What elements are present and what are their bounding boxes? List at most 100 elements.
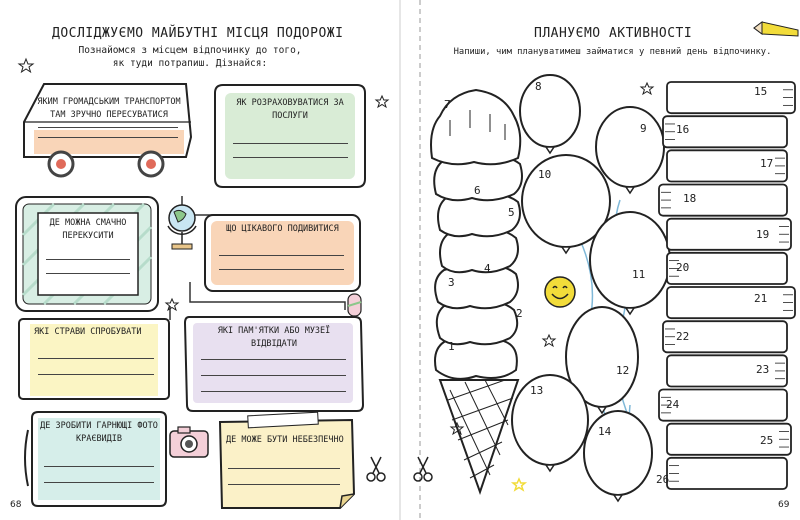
book — [666, 81, 796, 115]
book-number: 24 — [666, 398, 680, 411]
danger-label: ДЕ МОЖЕ БУТИ НЕБЕЗПЕЧНО — [226, 435, 344, 445]
photos-label: ДЕ ЗРОБИТИ ГАРНЮЩІ ФОТО КРАЄВИДІВ — [40, 421, 158, 444]
book-number: 25 — [760, 434, 774, 447]
balloon-number: 11 — [632, 268, 646, 281]
globe-icon — [167, 204, 197, 250]
danger-frame — [218, 411, 356, 509]
writing-line — [219, 255, 344, 256]
star-icon — [17, 57, 35, 74]
book-number: 21 — [754, 292, 768, 305]
food-box: ДЕ МОЖНА СМАЧНО ПЕРЕКУСИТИ — [14, 195, 159, 312]
icecream-number: 1 — [448, 340, 455, 353]
balloons-drawing — [511, 74, 671, 503]
dishes-box: ЯКІ СТРАВИ СПРОБУВАТИ — [18, 318, 170, 400]
balloon-number: 10 — [538, 168, 552, 181]
camera-icon — [169, 426, 209, 458]
book — [662, 115, 788, 149]
balloon-number: 8 — [535, 80, 542, 93]
transport-label: ЯКИМ ГРОМАДСЬКИМ ТРАНСПОРТОМ ТАМ ЗРУЧНО … — [37, 97, 181, 120]
writing-line — [233, 143, 348, 144]
smiley-icon — [544, 276, 576, 308]
balloon-number: 14 — [598, 425, 612, 438]
photos-box: ДЕ ЗРОБИТИ ГАРНЮЩІ ФОТО КРАЄВИДІВ — [24, 410, 168, 507]
book-number: 20 — [676, 261, 690, 274]
museums-label: ЯКІ ПАМ'ЯТКИ АБО МУЗЕЇ ВІДВІДАТИ — [217, 326, 331, 349]
writing-line — [46, 259, 130, 260]
writing-line — [233, 157, 348, 158]
payment-label: ЯК РОЗРАХОВУВАТИСЯ ЗА ПОСЛУГИ — [236, 98, 344, 121]
left-page-intro: Познайомся з місцем відпочинку до того, … — [70, 44, 310, 70]
dishes-frame — [18, 318, 170, 400]
writing-line — [201, 375, 346, 376]
food-label: ДЕ МОЖНА СМАЧНО ПЕРЕКУСИТИ — [49, 218, 127, 241]
scissors-icon — [366, 456, 386, 482]
book-number: 16 — [676, 123, 690, 136]
payment-box: ЯК РОЗРАХОВУВАТИСЯ ЗА ПОСЛУГИ — [214, 84, 366, 188]
writing-line — [228, 484, 340, 485]
book-number: 17 — [760, 157, 774, 170]
writing-line — [219, 269, 344, 270]
spread-gutter — [399, 0, 401, 520]
museums-box: ЯКІ ПАМ'ЯТКИ АБО МУЗЕЇ ВІДВІДАТИ — [183, 315, 365, 412]
intro-line-2: як туди потрапиш. Дізнайся: — [112, 58, 268, 69]
left-page: ДОСЛІДЖУЄМО МАЙБУТНІ МІСЦЯ ПОДОРОЖІ Позн… — [10, 26, 390, 510]
book-number: 26 — [656, 473, 670, 486]
book-number: 15 — [754, 85, 768, 98]
book — [666, 251, 788, 285]
book-number: 19 — [756, 228, 770, 241]
balloon-number: 13 — [530, 384, 544, 397]
icecream-number: 7 — [444, 98, 451, 111]
book-number: 23 — [756, 363, 770, 376]
food-frame — [15, 196, 159, 312]
balloon-number: 9 — [640, 122, 647, 135]
icecream-number: 2 — [516, 307, 523, 320]
dishes-label: ЯКІ СТРАВИ СПРОБУВАТИ — [34, 327, 142, 337]
right-page: ПЛАНУЄМО АКТИВНОСТІ Напиши, чим плануват… — [400, 0, 800, 520]
book — [666, 422, 792, 456]
icecream-drawing — [430, 88, 523, 496]
writing-line — [201, 359, 346, 360]
book-number: 18 — [683, 192, 697, 205]
writing-line — [38, 358, 154, 359]
book — [666, 286, 796, 320]
right-page-title: ПЛАНУЄМО АКТИВНОСТІ — [534, 26, 693, 41]
star-icon — [541, 333, 557, 348]
writing-line — [201, 391, 346, 392]
transport-box: ЯКИМ ГРОМАДСЬКИМ ТРАНСПОРТОМ ТАМ ЗРУЧНО … — [16, 82, 193, 192]
danger-box: ДЕ МОЖЕ БУТИ НЕБЕЗПЕЧНО — [218, 411, 356, 509]
icecream-number: 4 — [484, 262, 491, 275]
sights-box: ЩО ЦІКАВОГО ПОДИВИТИСЯ — [204, 214, 361, 292]
star-icon — [374, 94, 390, 109]
pencil-icon — [753, 21, 799, 37]
museums-frame — [183, 316, 365, 412]
book — [666, 217, 792, 251]
writing-line — [46, 273, 130, 274]
page-number-right: 69 — [778, 500, 790, 510]
sights-label: ЩО ЦІКАВОГО ПОДИВИТИСЯ — [226, 224, 339, 234]
book-number: 22 — [676, 330, 690, 343]
bus-icon — [23, 83, 193, 178]
writing-line — [38, 127, 178, 128]
star-icon — [510, 477, 528, 492]
icecream-number: 3 — [448, 276, 455, 289]
book — [666, 149, 788, 183]
book — [666, 354, 788, 388]
writing-line — [44, 482, 154, 483]
book — [658, 183, 788, 217]
page-number-left: 68 — [10, 500, 22, 510]
book-stack — [658, 81, 796, 490]
book — [666, 456, 788, 490]
writing-line — [38, 137, 178, 138]
writing-line — [228, 468, 340, 469]
star-icon — [639, 81, 655, 96]
left-page-title: ДОСЛІДЖУЄМО МАЙБУТНІ МІСЦЯ ПОДОРОЖІ — [52, 26, 344, 41]
cut-line — [419, 0, 421, 520]
writing-line — [38, 374, 154, 375]
book — [662, 320, 788, 354]
star-icon — [164, 297, 180, 312]
balloon-number: 12 — [616, 364, 630, 377]
icecream-number: 5 — [508, 206, 515, 219]
star-icon — [449, 421, 465, 436]
writing-line — [44, 466, 154, 467]
